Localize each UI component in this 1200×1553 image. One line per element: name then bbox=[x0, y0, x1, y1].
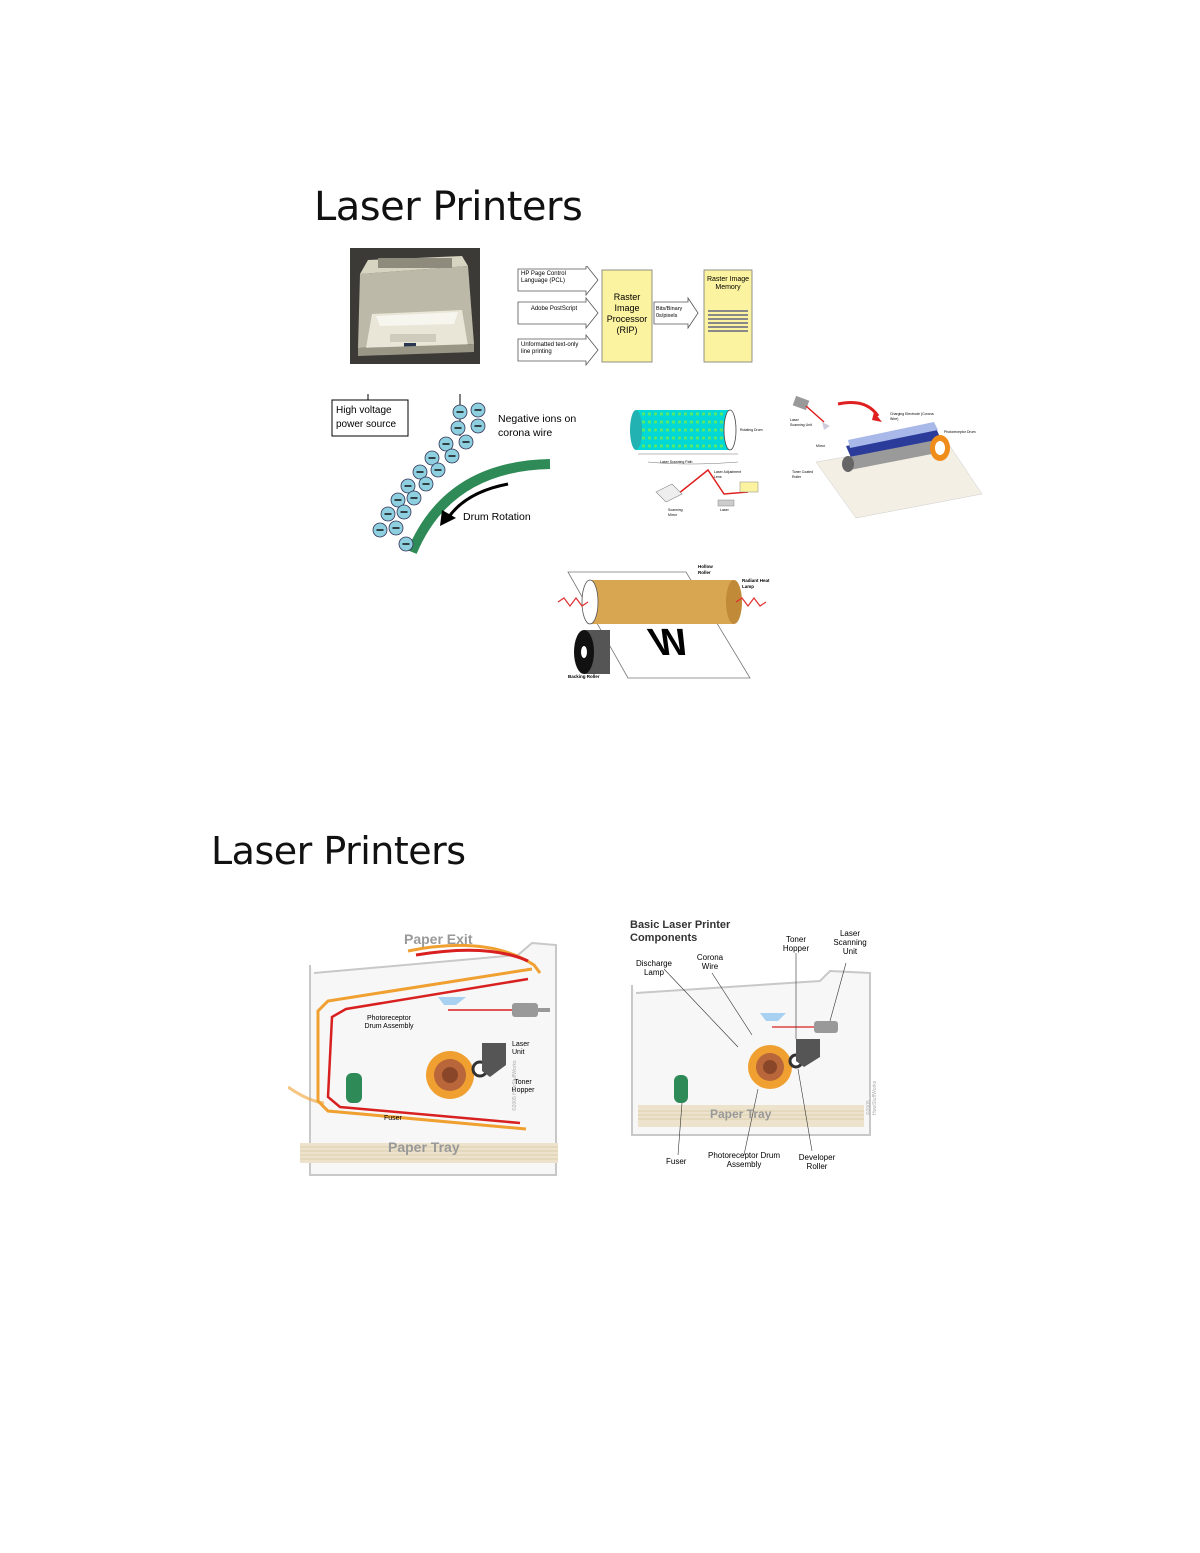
power-source-label: High voltage power source bbox=[336, 405, 397, 430]
toner-hopper-label: Toner Hopper bbox=[782, 935, 810, 953]
laser-unit-label: Laser Unit bbox=[512, 1041, 530, 1056]
printer-photo bbox=[350, 248, 480, 364]
slide-title: Laser Printers bbox=[211, 829, 466, 873]
credit-label: ©2005 HowStuffWorks bbox=[866, 1080, 878, 1115]
ions-label: Negative ions on corona wire bbox=[498, 413, 577, 439]
components-title: Basic Laser Printer Components bbox=[630, 919, 731, 944]
drum-toner-diagram: Laser Scanning Unit Mirror Charging Elec… bbox=[786, 392, 986, 522]
drum-label-lsu: Laser Scanning Unit bbox=[790, 418, 812, 427]
developer-roller-label: Developer Roller bbox=[798, 1153, 836, 1171]
scan-label-path: Laser Scanning Path bbox=[660, 460, 693, 464]
rip-processor: Raster Image Processor (RIP) bbox=[606, 292, 648, 335]
rip-input-text: Unformatted text-only line printing bbox=[521, 342, 579, 355]
drum-label-corona: Charging Electrode (Corona Wire) bbox=[890, 412, 934, 421]
corona-diagram: High voltage power source Negative ions … bbox=[328, 394, 576, 554]
paper-path-diagram: Paper Exit Photoreceptor Drum Assembly L… bbox=[288, 925, 588, 1185]
scan-label-laser: Laser bbox=[720, 508, 729, 512]
paper-tray-label: Paper Tray bbox=[710, 1107, 772, 1121]
toner-hopper-label: Toner Hopper bbox=[511, 1079, 535, 1094]
heat-lamp-label: Radiant Heat Lamp bbox=[742, 578, 770, 589]
slide-2: Laser Printers Paper Exit bbox=[140, 785, 1060, 1290]
drum-label-photoreceptor: Photoreceptor Drum bbox=[944, 430, 976, 434]
scan-label-drum: Rotating Drum bbox=[740, 428, 763, 432]
laser-scanning-label: Laser Scanning Unit bbox=[833, 929, 867, 956]
slide-1: Laser Printers HP Page Control Language … bbox=[140, 140, 1160, 720]
scan-label-mirror: Scanning Mirror bbox=[668, 508, 683, 517]
components-diagram: Basic Laser Printer Components Toner Hop… bbox=[626, 915, 890, 1185]
backing-roller-label: Backing Roller bbox=[568, 674, 600, 679]
fuser-label: Fuser bbox=[666, 1157, 687, 1166]
rip-diagram: HP Page Control Language (PCL) Adobe Pos… bbox=[516, 266, 756, 366]
paper-exit-label: Paper Exit bbox=[404, 931, 473, 947]
drum-assembly-label: Photoreceptor Drum Assembly bbox=[707, 1151, 781, 1169]
fuser-label: Fuser bbox=[384, 1115, 402, 1122]
drum-rotation-label: Drum Rotation bbox=[463, 511, 531, 523]
drum-label-mirror: Mirror bbox=[816, 444, 826, 448]
credit-label: ©2005 HowStuffWorks bbox=[512, 1060, 518, 1111]
paper-tray-label: Paper Tray bbox=[388, 1139, 460, 1155]
drum-label-toner: Toner Coated Roller bbox=[792, 470, 814, 479]
drum-assembly-label: Photoreceptor Drum Assembly bbox=[364, 1015, 414, 1030]
rip-memory: Raster Image Memory bbox=[706, 276, 750, 291]
corona-wire-label: Corona Wire bbox=[696, 953, 724, 971]
slide-title: Laser Printers bbox=[314, 184, 583, 230]
rip-bitmap-label: Bits/Binary 0s/pixels bbox=[656, 306, 683, 319]
scan-diagram: Rotating Drum Laser Scanning Path Laser … bbox=[628, 404, 768, 524]
scan-label-lens: Laser Adjustment Lens bbox=[714, 470, 742, 479]
rip-input-pcl: HP Page Control Language (PCL) bbox=[521, 271, 566, 284]
fuser-diagram: W Hollow Roller Radiant Heat Lamp Backin… bbox=[554, 564, 774, 684]
rip-input-postscript: Adobe PostScript bbox=[530, 306, 578, 312]
discharge-lamp-label: Discharge Lamp bbox=[635, 959, 672, 977]
hollow-roller-label: Hollow Roller bbox=[698, 564, 713, 575]
